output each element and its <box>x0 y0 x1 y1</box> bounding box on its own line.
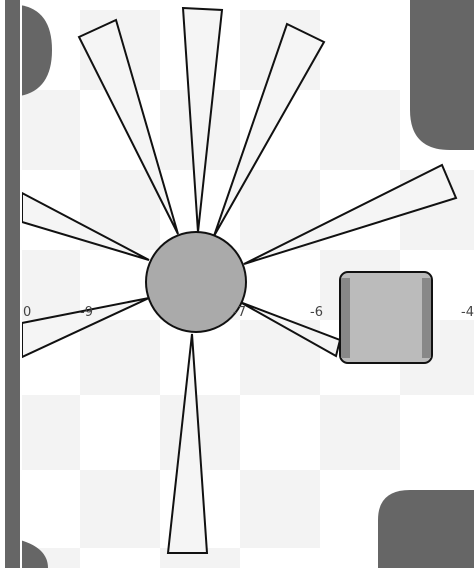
robot-body <box>145 231 247 333</box>
sensor-beam-right-lower <box>239 301 342 358</box>
sensor-beam-up-left <box>77 18 179 235</box>
boundary-wall <box>0 0 22 568</box>
obstacle-bottom-left <box>20 540 48 568</box>
wall-bar <box>5 0 20 568</box>
obstacles <box>20 0 474 568</box>
obstacle-bottom-right <box>378 490 474 568</box>
sensor-beam-up <box>181 6 224 233</box>
sensor-beam-up-right <box>213 22 326 237</box>
sensor-beam-right-upper <box>243 163 458 265</box>
axis-tick-label: -6 <box>310 305 323 320</box>
sensor-beams <box>21 6 458 554</box>
axis-tick-label: -4 <box>461 305 474 320</box>
obstacle-top-left <box>20 5 52 96</box>
axis-tick-label: -9 <box>80 305 93 320</box>
pushable-box <box>339 271 433 364</box>
axis-tick-label: -7 <box>233 305 246 320</box>
sensor-beam-left-lower <box>21 297 150 359</box>
sensor-beam-left-upper <box>21 191 150 261</box>
obstacle-top-right <box>410 0 474 150</box>
sensor-beam-down <box>166 333 209 554</box>
